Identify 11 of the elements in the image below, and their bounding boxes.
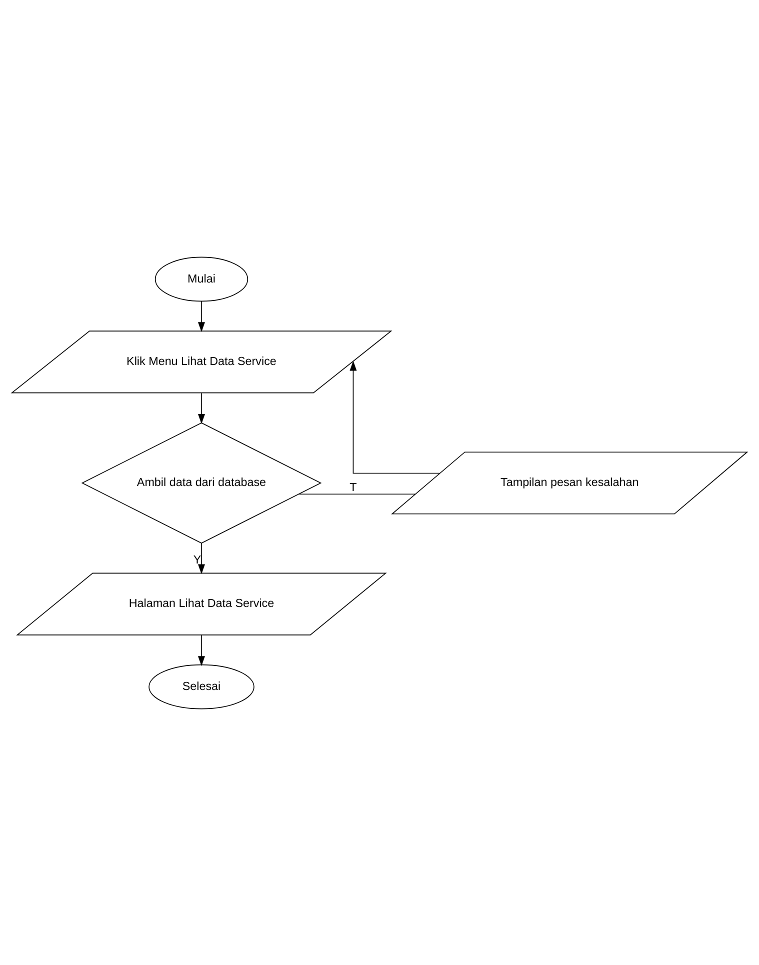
node-ellipse: Selesai (148, 664, 254, 709)
arrow (350, 360, 440, 474)
connector (298, 493, 416, 494)
arrow (198, 392, 205, 424)
arrow (198, 542, 205, 574)
node-diamond: Ambil data dari database (81, 422, 322, 544)
edge-label: T (350, 480, 357, 494)
arrow (198, 300, 205, 332)
edge-label: Y (193, 552, 202, 566)
node-ellipse: Mulai (154, 256, 248, 302)
arrow (198, 634, 205, 666)
